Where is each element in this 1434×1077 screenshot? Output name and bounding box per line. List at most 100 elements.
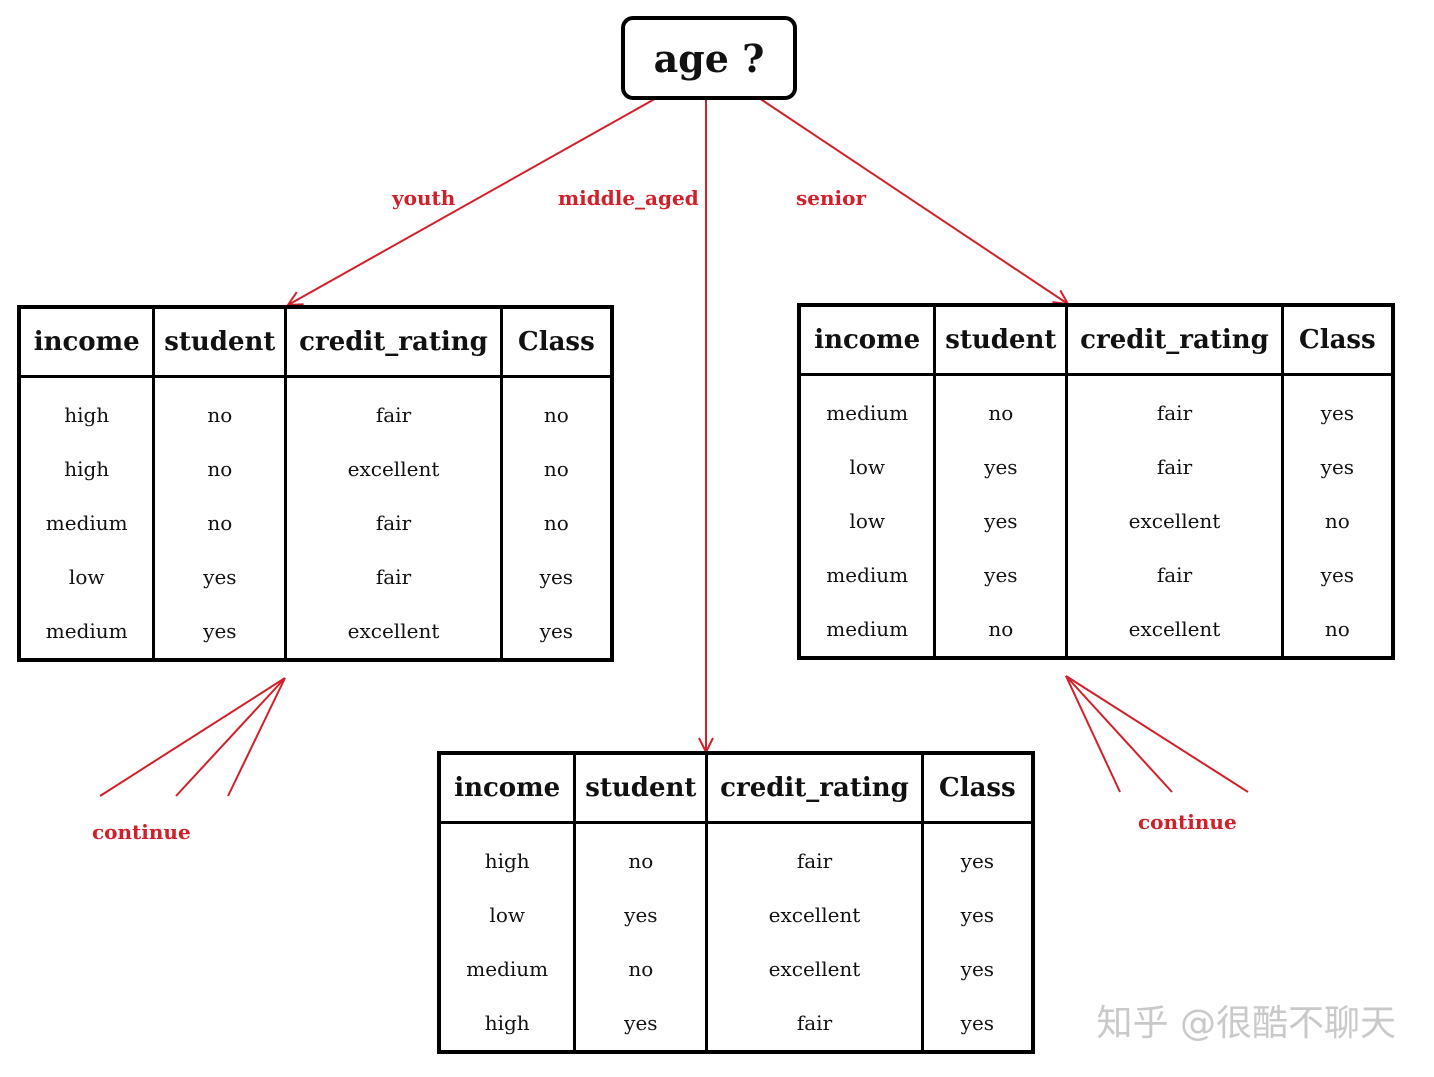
- column-header-class: Class: [922, 753, 1033, 824]
- column-header-class: Class: [501, 307, 612, 378]
- continue-label-left: continue: [92, 820, 191, 844]
- table-cell: low: [19, 550, 156, 604]
- table-cell: excellent: [1066, 494, 1284, 548]
- table-cell: high: [19, 376, 156, 442]
- column-header-student: student: [153, 307, 288, 378]
- column-header-income: income: [799, 305, 937, 376]
- table-cell: no: [934, 374, 1069, 440]
- table-cell: yes: [574, 996, 709, 1052]
- table-cell: no: [1324, 617, 1350, 641]
- table-cell: no: [543, 511, 569, 535]
- table-cell: no: [1324, 509, 1350, 533]
- edge-label-youth: youth: [392, 186, 456, 210]
- table-cell: yes: [960, 903, 995, 927]
- table-cell: no: [153, 496, 288, 550]
- table-cell: yes: [934, 440, 1069, 494]
- column-header-student: student: [574, 753, 709, 824]
- table-cell: yes: [1320, 563, 1355, 587]
- table-cell: fair: [1066, 440, 1284, 494]
- table-cell: excellent: [1066, 602, 1284, 658]
- table-cell: fair: [706, 996, 924, 1052]
- column-header-income: income: [439, 753, 577, 824]
- column-header-credit-rating: credit_rating: [706, 753, 924, 824]
- table-cell: fair: [285, 550, 503, 604]
- column-header-income: income: [19, 307, 156, 378]
- table-cell: low: [439, 888, 577, 942]
- table-cell: medium: [439, 942, 577, 996]
- table-cell: no: [934, 602, 1069, 658]
- table-cell: medium: [799, 602, 937, 658]
- edge-youth: [286, 95, 661, 307]
- table-cell: high: [439, 996, 577, 1052]
- table-cell: yes: [539, 565, 574, 589]
- table-cell: yes: [960, 957, 995, 981]
- table-cell: no: [543, 403, 569, 427]
- edge-label-middle-aged: middle_aged: [558, 186, 699, 210]
- table-cell: yes: [153, 604, 288, 660]
- table-cell: high: [19, 442, 156, 496]
- table-cell: high: [439, 822, 577, 888]
- table-cell: yes: [574, 888, 709, 942]
- column-header-class: Class: [1282, 305, 1393, 376]
- column-header-student: student: [934, 305, 1069, 376]
- table-cell: excellent: [285, 604, 503, 660]
- table-cell: fair: [285, 496, 503, 550]
- table-cell: yes: [1320, 455, 1355, 479]
- table-cell: fair: [1066, 374, 1284, 440]
- table-cell: yes: [1320, 401, 1355, 425]
- column-header-credit-rating: credit_rating: [1066, 305, 1284, 376]
- table-cell: excellent: [706, 942, 924, 996]
- edge-label-senior: senior: [796, 186, 866, 210]
- watermark: 知乎 @很酷不聊天: [1096, 1003, 1396, 1044]
- edge-senior: [755, 95, 1070, 306]
- continue-lines-left: [99, 677, 286, 797]
- table-cell: medium: [19, 604, 156, 660]
- table-cell: fair: [285, 376, 503, 442]
- table-cell: excellent: [706, 888, 924, 942]
- column-header-credit-rating: credit_rating: [285, 307, 503, 378]
- table-cell: yes: [934, 494, 1069, 548]
- table-cell: excellent: [285, 442, 503, 496]
- table-cell: yes: [960, 1011, 995, 1035]
- table-cell: medium: [799, 548, 937, 602]
- table-cell: low: [799, 440, 937, 494]
- table-cell: yes: [539, 619, 574, 643]
- table-cell: low: [799, 494, 937, 548]
- table-cell: no: [543, 457, 569, 481]
- table-cell: no: [153, 442, 288, 496]
- continue-lines-right: [1065, 675, 1249, 793]
- table-cell: fair: [706, 822, 924, 888]
- table-cell: yes: [153, 550, 288, 604]
- table-cell: fair: [1066, 548, 1284, 602]
- table-cell: no: [574, 942, 709, 996]
- table-cell: no: [153, 376, 288, 442]
- table-cell: medium: [19, 496, 156, 550]
- continue-label-right: continue: [1138, 810, 1237, 834]
- table-cell: yes: [960, 849, 995, 873]
- table-cell: no: [574, 822, 709, 888]
- table-cell: medium: [799, 374, 937, 440]
- root-node-age: age ?: [621, 16, 797, 100]
- table-cell: yes: [934, 548, 1069, 602]
